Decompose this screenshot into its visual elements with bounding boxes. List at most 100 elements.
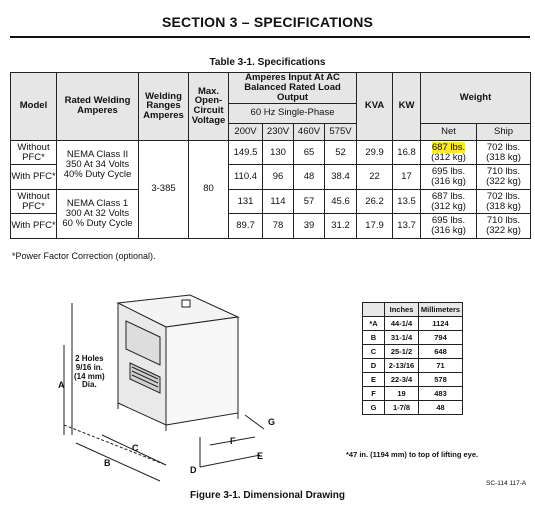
- front-louvers: [129, 362, 161, 394]
- rated-line: NEMA Class II: [66, 148, 129, 160]
- header-rated-welding-amperes: Rated Welding Amperes: [56, 72, 139, 141]
- kva-cell: 26.2: [356, 188, 394, 215]
- amp-cell: 31.2: [323, 213, 358, 239]
- amp-cell: 48: [293, 164, 325, 190]
- ship-weight-kg: (322 kg): [486, 225, 521, 237]
- dims-inches: 44-1/4: [384, 316, 419, 331]
- net-weight-kg: (316 kg): [431, 225, 466, 237]
- kva-cell: 17.9: [356, 213, 394, 239]
- header-230v: 230V: [262, 122, 294, 141]
- amp-cell: 89.7: [228, 213, 263, 239]
- net-weight-kg: (316 kg): [431, 176, 466, 188]
- dims-key: C: [362, 344, 385, 359]
- ship-weight-kg: (318 kg): [486, 200, 521, 212]
- ship-weight: 702 lbs.: [486, 141, 521, 153]
- net-weight-cell: 687 lbs. (312 kg): [420, 188, 478, 215]
- rated-line: NEMA Class 1: [66, 197, 129, 209]
- ship-weight-cell: 702 lbs. (318 kg): [476, 188, 532, 215]
- model-cell: With PFC*: [10, 164, 57, 190]
- amp-cell: 45.6: [323, 188, 358, 215]
- net-weight-kg: (312 kg): [431, 151, 466, 163]
- header-200v: 200V: [228, 122, 263, 141]
- dimensional-drawing: [63, 294, 265, 482]
- ship-weight: 710 lbs.: [486, 166, 521, 178]
- dims-mm: 483: [418, 386, 463, 401]
- table-row: Without PFC* NEMA Class 1 300 At 32 Volt…: [10, 188, 532, 239]
- amp-cell: 78: [262, 213, 294, 239]
- header-weight: Weight: [420, 72, 532, 124]
- net-weight-cell: 687 lbs. (312 kg): [420, 139, 478, 166]
- section-title: SECTION 3 – SPECIFICATIONS: [161, 14, 374, 30]
- dims-mm: 578: [418, 372, 463, 387]
- dim-label-c: C: [132, 443, 139, 453]
- dims-key: *A: [362, 316, 385, 331]
- dims-inches: 31-1/4: [384, 330, 419, 345]
- amp-cell: 96: [262, 164, 294, 190]
- model-cell: Without PFC*: [10, 188, 57, 215]
- header-460v: 460V: [293, 122, 325, 141]
- ship-weight-kg: (318 kg): [486, 151, 521, 163]
- dims-inches: 25-1/2: [384, 344, 419, 359]
- rated-amperes-cell: NEMA Class 1 300 At 32 Volts 60 % Duty C…: [56, 188, 139, 239]
- drawing-code: SC-114 117-A: [486, 480, 527, 487]
- header-ship: Ship: [476, 122, 532, 141]
- header-net: Net: [420, 122, 478, 141]
- header-phase: 60 Hz Single-Phase: [227, 102, 358, 124]
- dim-label-f: F: [230, 436, 236, 446]
- dims-inches: 19: [384, 386, 419, 401]
- header-575v: 575V: [323, 122, 358, 141]
- dims-mm: 794: [418, 330, 463, 345]
- rated-amperes-cell: NEMA Class II 350 At 34 Volts 40% Duty C…: [56, 139, 139, 190]
- dims-mm: 1124: [418, 316, 463, 331]
- dims-key: E: [362, 372, 385, 387]
- kw-cell: 13.5: [392, 188, 422, 215]
- pfc-footnote: *Power Factor Correction (optional).: [12, 251, 156, 261]
- dims-inches: 1-7/8: [384, 400, 419, 415]
- net-weight-cell: 695 lbs. (316 kg): [420, 164, 478, 190]
- dim-label-a: A: [58, 380, 65, 390]
- holes-line: 9/16 in.: [75, 362, 103, 372]
- amp-cell: 130: [262, 139, 294, 166]
- control-panel: [125, 320, 161, 366]
- dims-mm: 71: [418, 358, 463, 373]
- amp-cell: 110.4: [228, 164, 263, 190]
- table-row: With PFC* 110.4 96 48 38.4 22 17 695 lbs…: [10, 164, 532, 190]
- net-weight-cell: 695 lbs. (316 kg): [420, 213, 478, 239]
- header-amperes-input: Amperes Input At AC Balanced Rated Load …: [227, 72, 358, 104]
- header-model: Model: [10, 72, 57, 141]
- ship-weight: 702 lbs.: [486, 190, 521, 202]
- amp-cell: 39: [293, 213, 325, 239]
- table-caption: Table 3-1. Specifications: [209, 57, 326, 68]
- rated-line: 350 At 34 Volts: [65, 158, 130, 170]
- net-weight: 695 lbs.: [431, 166, 466, 178]
- dim-label-d: D: [190, 465, 197, 475]
- amp-cell: 149.5: [228, 139, 263, 166]
- ship-weight-cell: 702 lbs. (318 kg): [476, 139, 532, 166]
- amp-cell: 52: [323, 139, 358, 166]
- dims-header: [362, 302, 385, 317]
- model-cell: With PFC*: [10, 213, 57, 239]
- dim-label-e: E: [257, 451, 264, 461]
- header-max-ocv: Max. Open-Circuit Voltage: [188, 72, 229, 141]
- dims-key: B: [362, 330, 385, 345]
- max-ocv-cell: 80: [188, 139, 229, 239]
- dim-label-b: B: [104, 458, 111, 468]
- dims-header: Millimeters: [418, 302, 463, 317]
- amp-cell: 57: [293, 188, 325, 215]
- holes-line: 2 Holes: [75, 354, 104, 363]
- amp-cell: 114: [262, 188, 294, 215]
- dims-inches: 22-3/4: [384, 372, 419, 387]
- kw-cell: 16.8: [392, 139, 422, 166]
- holes-note: 2 Holes 9/16 in. (14 mm) Dia.: [74, 354, 105, 390]
- lifting-eye-note: *47 in. (1194 mm) to top of lifting eye.: [346, 450, 479, 459]
- rated-line: 40% Duty Cycle: [63, 168, 132, 180]
- amp-cell: 65: [293, 139, 325, 166]
- kw-cell: 13.7: [392, 213, 422, 239]
- ship-weight-cell: 710 lbs. (322 kg): [476, 213, 532, 239]
- model-cell: Without PFC*: [10, 139, 57, 166]
- amp-cell: 131: [228, 188, 263, 215]
- table-row: Without PFC* NEMA Class II 350 At 34 Vol…: [10, 139, 532, 239]
